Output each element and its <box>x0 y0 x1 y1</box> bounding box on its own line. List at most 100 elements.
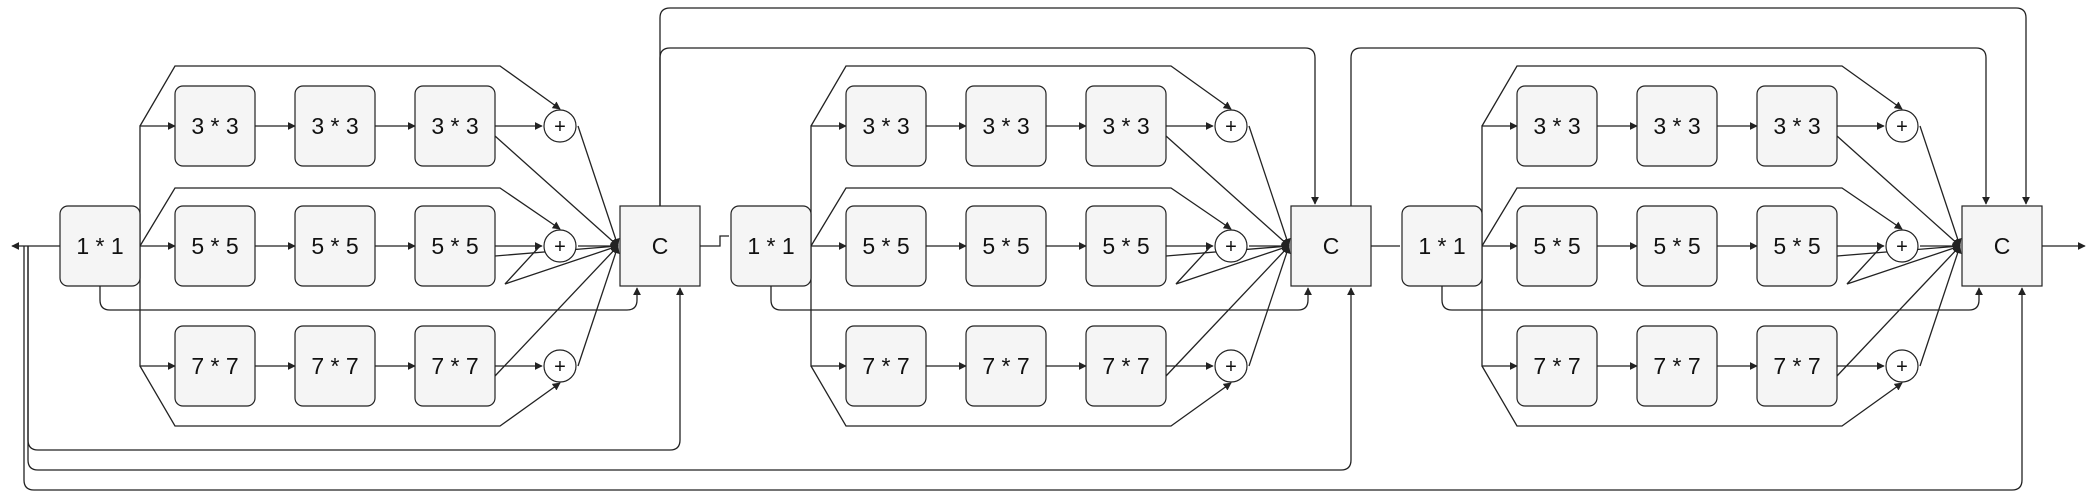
block2-conv3-split-edge <box>810 122 847 246</box>
block1-conv5-box-1: 5 * 5 <box>174 205 256 287</box>
block3-shortcut-edge <box>1441 286 1983 311</box>
block3-conv3-split-edge <box>1481 122 1518 246</box>
block2-shortcut-edge <box>770 286 1312 311</box>
block1-conv3-box-3: 3 * 3 <box>414 85 496 167</box>
block3-conv3-box-3-label: 3 * 3 <box>1773 113 1820 139</box>
block1-conv3-sum-to-concat-edge <box>577 125 620 247</box>
block2-conv7-sum: + <box>1214 349 1248 383</box>
block1-conv7-box-2: 7 * 7 <box>294 325 376 407</box>
block1-conv5-sum-label: + <box>554 236 566 258</box>
block2-conv7-box-2: 7 * 7 <box>965 325 1047 407</box>
block3-conv3-sum: + <box>1885 109 1919 143</box>
block3-conv5-box-3-label: 5 * 5 <box>1773 233 1820 259</box>
block3-conv5-sum: + <box>1885 229 1919 263</box>
block1-conv1x1-label: 1 * 1 <box>76 233 123 259</box>
block3-conv7-direct-to-concat-edge <box>1836 245 1961 377</box>
block3-conv3-box-1-label: 3 * 3 <box>1533 113 1580 139</box>
block2-conv3-sum-to-concat-edge <box>1248 125 1291 247</box>
block1-conv7-sum: + <box>543 349 577 383</box>
block1-conv7-box-3: 7 * 7 <box>414 325 496 407</box>
block2-conv3-box-2-label: 3 * 3 <box>982 113 1029 139</box>
block1-conv5-box-1-label: 5 * 5 <box>191 233 238 259</box>
block3-conv7-sum-label: + <box>1896 356 1908 378</box>
block3-conv7-sum-to-concat-edge <box>1919 245 1962 367</box>
block2-conv3-box-3: 3 * 3 <box>1085 85 1167 167</box>
block1-conv3-sum-label: + <box>554 116 566 138</box>
block3-conv5-box-2-label: 5 * 5 <box>1653 233 1700 259</box>
block3-conv7-sum: + <box>1885 349 1919 383</box>
block2-conv5-sum-label: + <box>1225 236 1237 258</box>
concat1-to-block2-edge <box>700 235 729 247</box>
block2-skip-5 <box>810 187 1232 247</box>
block3-skip-5 <box>1481 187 1903 247</box>
block2-conv5-sum: + <box>1214 229 1248 263</box>
block1-conv5-box-2: 5 * 5 <box>294 205 376 287</box>
block2-conv7-box-1: 7 * 7 <box>845 325 927 407</box>
block3-conv5-box-1: 5 * 5 <box>1516 205 1598 287</box>
block2-conv5-box-2: 5 * 5 <box>965 205 1047 287</box>
block1-shortcut-edge <box>99 286 641 311</box>
block2-conv7-direct-to-concat-edge <box>1165 245 1290 377</box>
block3-skip-3 <box>1481 65 1903 127</box>
block2-conv1x1: 1 * 1 <box>730 205 812 287</box>
block3-conv3-direct-to-concat-edge <box>1836 135 1961 247</box>
block2-conv3-sum: + <box>1214 109 1248 143</box>
block2-conv3-direct-to-concat-edge <box>1165 135 1290 247</box>
block1-conv3-sum: + <box>543 109 577 143</box>
block2-conv7-split-edge <box>810 246 847 370</box>
block2-conv7-box-1-label: 7 * 7 <box>862 353 909 379</box>
block1-conv7-box-1: 7 * 7 <box>174 325 256 407</box>
block1-conv7-sum-to-concat-edge <box>577 245 620 367</box>
block1-conv7-sum-label: + <box>554 356 566 378</box>
block1-conv7-split-edge <box>139 246 176 370</box>
block2-conv5-box-1: 5 * 5 <box>845 205 927 287</box>
block1-conv3-box-2-label: 3 * 3 <box>311 113 358 139</box>
block2-conv5-box-1-label: 5 * 5 <box>862 233 909 259</box>
block3-conv5-box-1-label: 5 * 5 <box>1533 233 1580 259</box>
block2-skip-3 <box>810 65 1232 127</box>
block3-concat-label: C <box>1994 233 2011 259</box>
block2-conv3-box-3-label: 3 * 3 <box>1102 113 1149 139</box>
block3-conv3-sum-to-concat-edge <box>1919 125 1962 247</box>
block1-conv5-box-3: 5 * 5 <box>414 205 496 287</box>
block1-conv7-box-1-label: 7 * 7 <box>191 353 238 379</box>
block3-conv3-box-2: 3 * 3 <box>1636 85 1718 167</box>
block1-conv5-sum: + <box>543 229 577 263</box>
block2-conv5-box-3-label: 5 * 5 <box>1102 233 1149 259</box>
block2-conv3-box-2: 3 * 3 <box>965 85 1047 167</box>
block2-conv7-box-3: 7 * 7 <box>1085 325 1167 407</box>
block1-conv3-direct-to-concat-edge <box>494 135 619 247</box>
block1-skip-7 <box>139 365 561 427</box>
block1-skip-5 <box>139 187 561 247</box>
block3-conv3-box-1: 3 * 3 <box>1516 85 1598 167</box>
block3-concat: C <box>1961 205 2043 287</box>
bypass-to-concat2 <box>27 246 1355 471</box>
concat2-to-concat3-top <box>1350 47 1990 206</box>
block2-conv3-box-1-label: 3 * 3 <box>862 113 909 139</box>
block2-conv7-sum-label: + <box>1225 356 1237 378</box>
block3-conv7-box-2: 7 * 7 <box>1636 325 1718 407</box>
block3-conv3-box-3: 3 * 3 <box>1756 85 1838 167</box>
block1-conv5-box-3-label: 5 * 5 <box>431 233 478 259</box>
block2-conv5-box-3: 5 * 5 <box>1085 205 1167 287</box>
block2-conv7-box-2-label: 7 * 7 <box>982 353 1029 379</box>
block3-conv7-box-3: 7 * 7 <box>1756 325 1838 407</box>
block1-conv3-box-2: 3 * 3 <box>294 85 376 167</box>
block3-conv1x1: 1 * 1 <box>1401 205 1483 287</box>
block3-conv7-box-2-label: 7 * 7 <box>1653 353 1700 379</box>
block2-conv5-box-2-label: 5 * 5 <box>982 233 1029 259</box>
block1-conv5-box-2-label: 5 * 5 <box>311 233 358 259</box>
block3-conv7-box-3-label: 7 * 7 <box>1773 353 1820 379</box>
block3-lower-merge-edge <box>1846 244 1961 285</box>
block2-conv3-sum-label: + <box>1225 116 1237 138</box>
block1-conv3-box-1: 3 * 3 <box>174 85 256 167</box>
block3-conv3-box-2-label: 3 * 3 <box>1653 113 1700 139</box>
block1-lower-merge-edge <box>504 244 619 285</box>
bypass-to-concat3 <box>23 246 2026 491</box>
block2-concat-label: C <box>1323 233 1340 259</box>
block1-skip-3 <box>139 65 561 127</box>
block2-conv3-box-1: 3 * 3 <box>845 85 927 167</box>
block2-conv7-sum-to-concat-edge <box>1248 245 1291 367</box>
block1-conv7-direct-to-concat-edge <box>494 245 619 377</box>
